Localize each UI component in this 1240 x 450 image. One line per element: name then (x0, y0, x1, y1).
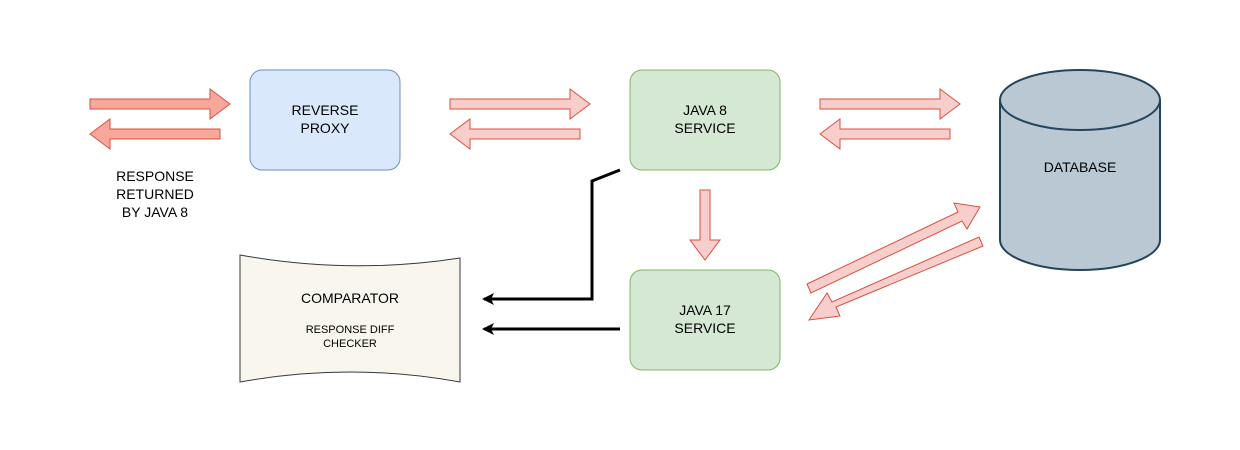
reverse-proxy-label-line1: REVERSE (292, 102, 359, 118)
java8-to-proxy-arrow (449, 118, 581, 150)
java17-label-line2: SERVICE (674, 320, 735, 336)
database-label: DATABASE (1044, 159, 1117, 175)
java8-label-line1: JAVA 8 (683, 102, 727, 118)
java8-service-box[interactable] (629, 69, 781, 171)
java17-label-line1: JAVA 17 (679, 302, 731, 318)
java8-to-comparator-edge (482, 168, 621, 305)
db-to-java17-arrow (807, 236, 984, 321)
java17-service-box[interactable] (629, 269, 781, 371)
java8-to-db-arrow (819, 88, 961, 120)
response-annotation-line3: BY JAVA 8 (122, 204, 188, 220)
comparator-title: COMPARATOR (301, 290, 399, 306)
reverse-proxy-label-line2: PROXY (300, 120, 350, 136)
java8-to-java17-arrow (689, 189, 721, 261)
comparator-subtitle-line2: CHECKER (323, 338, 377, 350)
response-annotation-line1: RESPONSE (116, 168, 194, 184)
database-cylinder[interactable] (999, 69, 1161, 271)
java8-label-line2: SERVICE (674, 120, 735, 136)
comparator-document[interactable] (239, 254, 461, 383)
response-arrow-out (89, 118, 221, 150)
proxy-to-java8-arrow (449, 88, 591, 120)
db-to-java8-arrow (819, 118, 951, 150)
java17-to-db-arrow (806, 202, 981, 294)
comparator-subtitle-line1: RESPONSE DIFF (306, 324, 395, 336)
response-annotation-line2: RETURNED (116, 186, 194, 202)
reverse-proxy-box[interactable] (249, 69, 401, 171)
request-arrow-in (89, 88, 231, 120)
